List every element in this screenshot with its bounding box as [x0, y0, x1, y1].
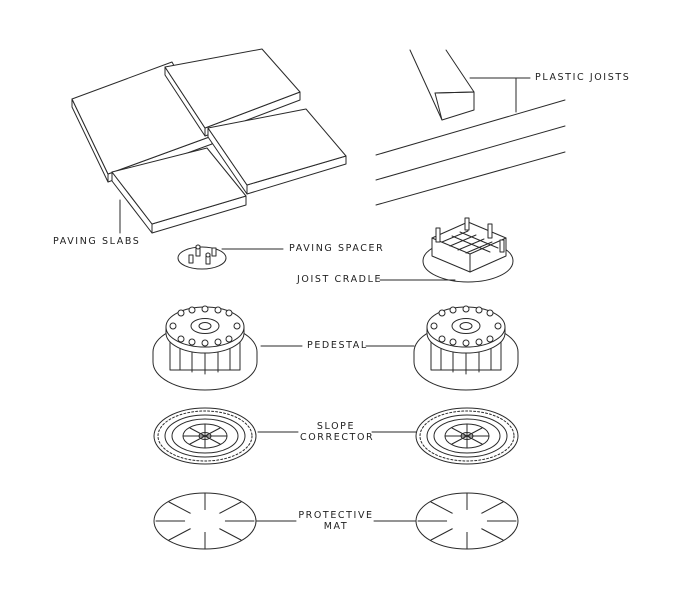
- label-paving-slabs: PAVING SLABS: [53, 236, 141, 247]
- label-joist-cradle: JOIST CRADLE: [297, 274, 383, 285]
- pedestal-right: [260, 305, 519, 391]
- pedestal-left: [152, 305, 258, 391]
- label-paving-spacer: PAVING SPACER: [289, 243, 385, 254]
- label-protective-mat: PROTECTIVE MAT: [298, 510, 374, 532]
- pedestal-left-holes: [169, 305, 241, 347]
- label-protective-mat-line1: PROTECTIVE: [298, 510, 374, 521]
- paving-spacer: [177, 244, 284, 270]
- paving-slab-front-left: [111, 147, 247, 234]
- label-plastic-joists: PLASTIC JOISTS: [535, 72, 631, 83]
- label-slope-corrector: SLOPE CORRECTOR: [300, 421, 375, 443]
- plastic-joists: [375, 49, 566, 206]
- label-pedestal: PEDESTAL: [307, 340, 368, 351]
- protective-mat-left: [153, 492, 257, 550]
- label-protective-mat-line2: MAT: [323, 521, 349, 532]
- label-slope-corrector-line2: CORRECTOR: [300, 432, 375, 443]
- joist-cradle: [379, 217, 514, 283]
- paving-slab-front-right: [207, 108, 347, 195]
- paving-slab-back-right: [164, 48, 301, 137]
- paving-slabs: [71, 48, 347, 234]
- slope-corrector-left: [153, 407, 257, 465]
- protective-mat-right: [255, 492, 519, 550]
- slope-corrector-right: [257, 407, 519, 465]
- label-slope-corrector-line1: SLOPE: [316, 421, 356, 432]
- pedestal-right-holes: [430, 305, 502, 347]
